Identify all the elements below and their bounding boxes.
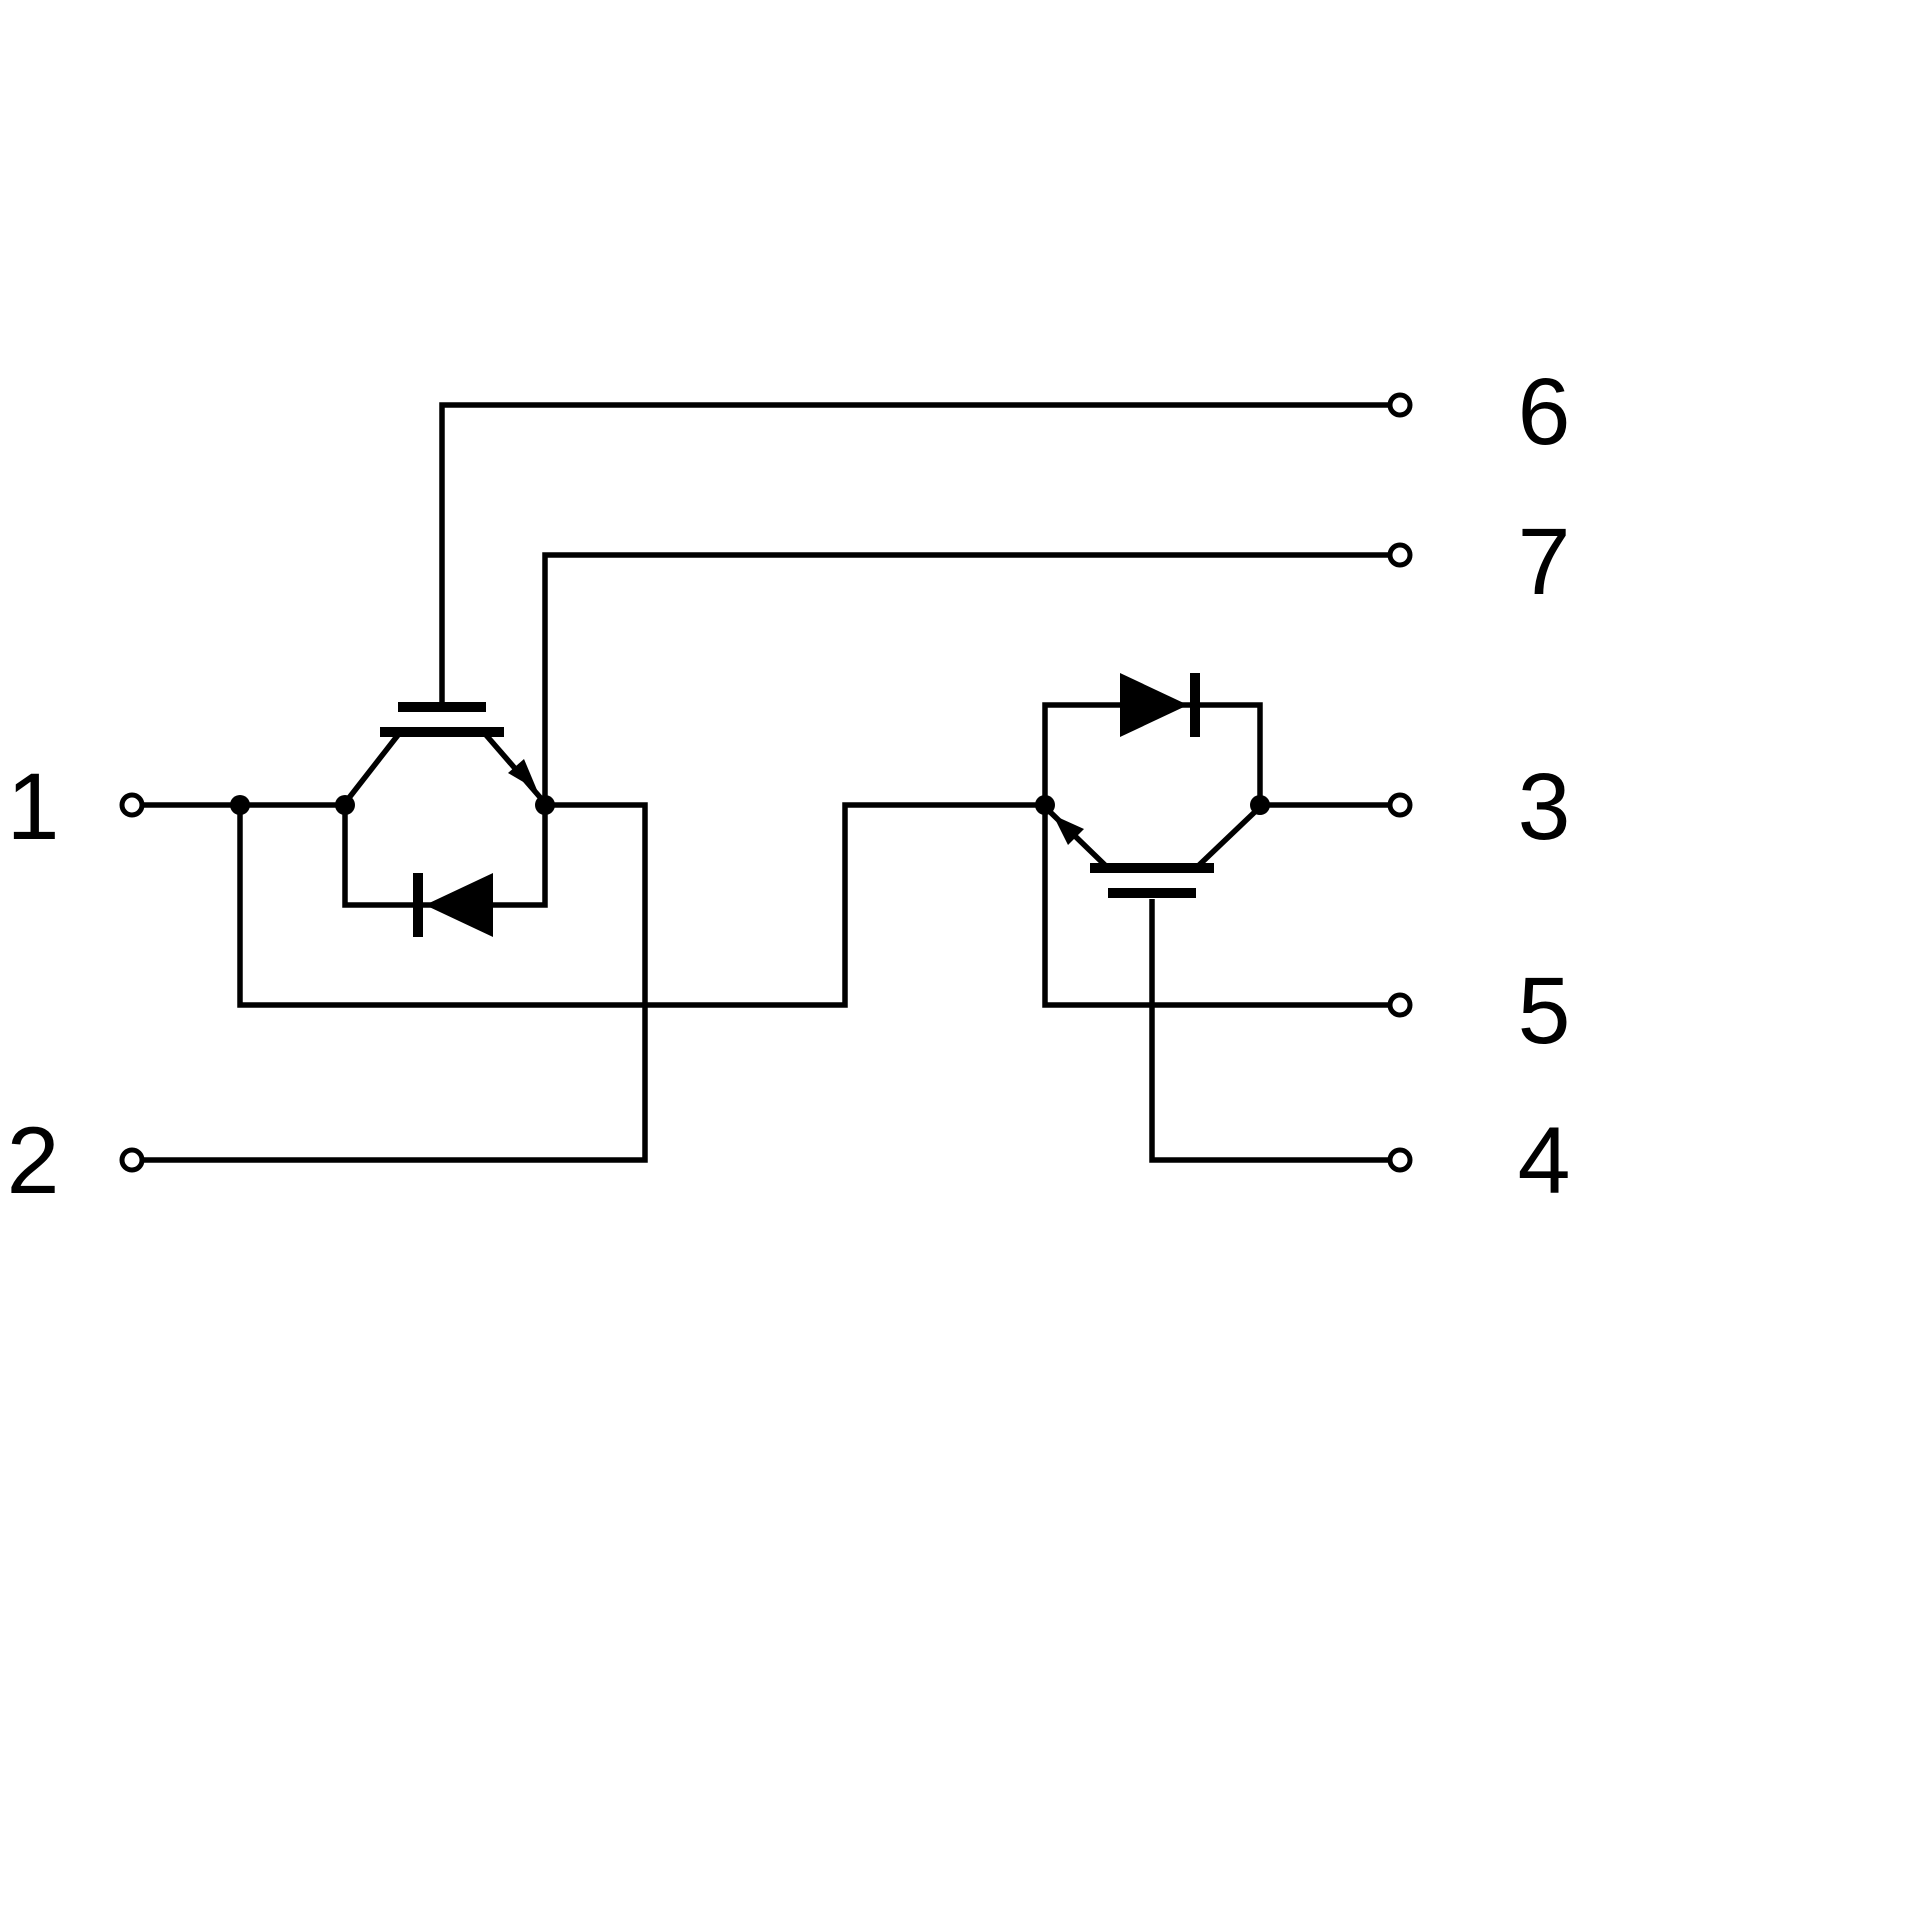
junction-dot (230, 795, 250, 815)
wire-terminal1-node-to-emitter2 (237, 802, 1045, 1008)
diode1 (413, 873, 493, 937)
terminal-4-label: 4 (1518, 1108, 1571, 1214)
igbt2-gate-bar (1108, 888, 1196, 898)
terminal-3-label: 3 (1518, 754, 1571, 860)
junction-dot (1250, 795, 1270, 815)
igbt2 (1043, 805, 1262, 898)
igbt1-body-bar (380, 727, 504, 737)
igbt2-emitter-arrow-icon (1053, 815, 1084, 845)
igbt1-emitter-arrow-icon (508, 759, 537, 790)
diode2 (1120, 673, 1200, 737)
igbt2-body-bar (1090, 863, 1214, 873)
igbt1 (342, 702, 548, 805)
wire-emitter2-to-terminal5 (1042, 805, 1390, 1008)
terminal-7-label: 7 (1518, 509, 1571, 615)
terminal-7-pin (1387, 542, 1413, 568)
terminal-5-pin (1387, 992, 1413, 1018)
diode1-cathode-bar (413, 873, 423, 937)
junction-dot (1035, 795, 1055, 815)
terminal-pins (119, 392, 1413, 1173)
terminal-4-pin (1387, 1147, 1413, 1173)
wire-emitter1-to-terminal2 (142, 802, 648, 1163)
terminal-2-pin (119, 1147, 145, 1173)
junction-dot (335, 795, 355, 815)
wire-aux-emitter1-to-terminal7 (542, 552, 1390, 805)
terminal-1-pin (119, 792, 145, 818)
wires (142, 402, 1390, 1163)
terminal-5-label: 5 (1518, 958, 1571, 1064)
terminal-labels: 1 2 6 7 3 5 4 (7, 359, 1571, 1214)
wire-gate1-to-terminal6 (439, 402, 1390, 704)
terminal-6-label: 6 (1518, 359, 1571, 465)
wire-gate2-to-terminal4 (1149, 899, 1390, 1163)
terminal-2-label: 2 (7, 1108, 60, 1214)
terminal-6-pin (1387, 392, 1413, 418)
igbt1-gate-bar (398, 702, 486, 712)
junction-dot (535, 795, 555, 815)
wire-diode1-loop (342, 805, 548, 908)
diode1-anode-triangle (425, 873, 493, 937)
junction-dots (230, 795, 1270, 815)
igbt2-collector-lead (1194, 805, 1262, 870)
igbt1-collector-lead (342, 733, 401, 805)
terminal-1-label: 1 (7, 754, 60, 860)
diode2-anode-triangle (1120, 673, 1188, 737)
diode2-cathode-bar (1190, 673, 1200, 737)
terminal-3-pin (1387, 792, 1413, 818)
